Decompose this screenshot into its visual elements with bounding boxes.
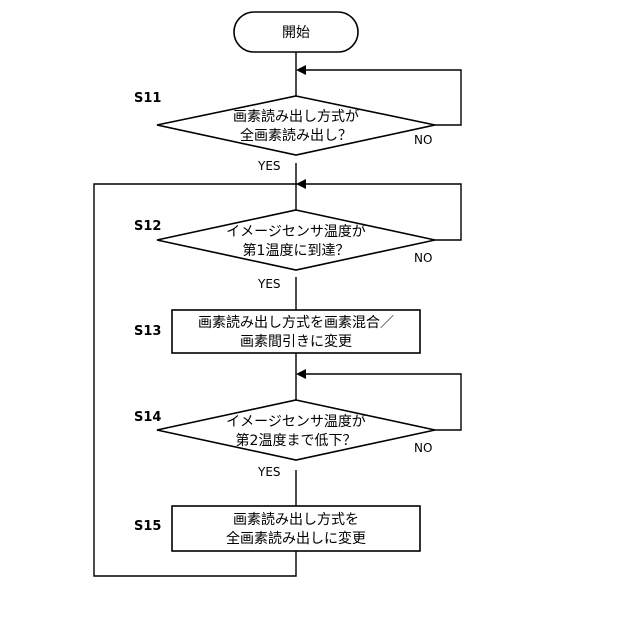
s12-step-label: S12 — [134, 219, 161, 234]
decision-s12: イメージセンサ温度が 第1温度に到達？ S12 NO YES — [134, 210, 435, 291]
s15-line-2: 全画素読み出しに変更 — [226, 530, 366, 547]
s12-line-2: 第1温度に到達？ — [243, 242, 350, 259]
s13-line-2: 画素間引きに変更 — [240, 333, 352, 350]
s12-no-label: NO — [414, 251, 432, 265]
s12-line-1: イメージセンサ温度が — [226, 224, 366, 240]
s15-step-label: S15 — [134, 519, 161, 534]
s14-line-1: イメージセンサ温度が — [226, 414, 366, 430]
s13-step-label: S13 — [134, 324, 161, 339]
start-label: 開始 — [282, 25, 310, 41]
s13-line-1: 画素読み出し方式を画素混合／ — [198, 314, 394, 331]
s11-line-1: 画素読み出し方式が — [233, 108, 359, 125]
s14-no-label: NO — [414, 441, 432, 455]
arrowhead-s14-loop — [296, 369, 306, 379]
s14-step-label: S14 — [134, 410, 161, 425]
s15-line-1: 画素読み出し方式を — [233, 511, 359, 528]
start-terminal: 開始 — [234, 12, 358, 52]
s11-line-2: 全画素読み出し？ — [240, 127, 352, 144]
s11-step-label: S11 — [134, 91, 161, 106]
s12-yes-label: YES — [257, 277, 281, 291]
arrowhead-s11-loop — [296, 65, 306, 75]
s11-yes-label: YES — [257, 159, 281, 173]
decision-s14: イメージセンサ温度が 第2温度まで低下？ S14 NO YES — [134, 400, 435, 479]
s11-no-label: NO — [414, 133, 432, 147]
s14-yes-label: YES — [257, 465, 281, 479]
process-s15: 画素読み出し方式を 全画素読み出しに変更 S15 — [134, 506, 420, 551]
process-s13: 画素読み出し方式を画素混合／ 画素間引きに変更 S13 — [134, 310, 420, 353]
s14-line-2: 第2温度まで低下？ — [236, 432, 357, 449]
decision-s11: 画素読み出し方式が 全画素読み出し？ S11 NO YES — [134, 91, 435, 173]
